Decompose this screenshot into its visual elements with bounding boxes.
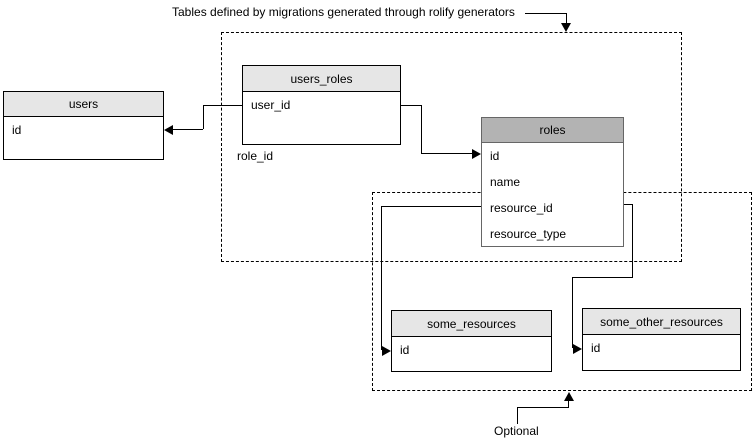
arrowhead-into-users-icon (164, 125, 173, 135)
arrowhead-into-roles-icon (472, 149, 481, 159)
connector-users-roles-to-users-seg1 (203, 105, 242, 106)
table-some-other-resources: some_other_resources id (582, 308, 741, 371)
table-users-roles: users_roles user_id (242, 65, 401, 145)
table-roles-field-id: id (490, 149, 500, 163)
table-roles-field-resource-type: resource_type (490, 227, 567, 241)
table-some-other-resources-field-id: id (591, 341, 601, 355)
table-roles-field-name: name (490, 175, 521, 189)
arrowhead-into-migrations-box-icon (561, 23, 571, 32)
table-users-field-id: id (12, 123, 22, 137)
table-users-title: users (4, 92, 163, 117)
connector-roles-to-some-other-resources-seg3 (572, 277, 633, 278)
connector-users-roles-to-roles-seg1 (401, 105, 421, 106)
arrowhead-into-some-resources-icon (382, 346, 391, 356)
table-roles-title: roles (482, 118, 623, 143)
connector-roles-to-some-other-resources-seg1 (624, 204, 632, 205)
role-id-label: role_id (237, 149, 274, 163)
table-roles-field-resource-id: resource_id (490, 201, 553, 215)
table-users: users id (3, 91, 164, 160)
table-users-roles-title: users_roles (243, 66, 400, 92)
table-users-roles-field-user-id: user_id (251, 98, 291, 112)
migrations-caption: Tables defined by migrations generated t… (172, 5, 515, 19)
callout-optional-seg2 (517, 407, 569, 408)
migrations-group-box (221, 32, 682, 262)
connector-roles-to-some-resources-seg2 (381, 206, 382, 350)
callout-optional-seg3 (568, 401, 569, 408)
arrowhead-into-optional-box-icon (564, 392, 574, 401)
callout-optional-seg1 (517, 407, 518, 424)
table-some-resources: some_resources id (391, 310, 552, 372)
table-roles: roles id name resource_id resource_type (481, 117, 624, 247)
table-some-resources-field-id: id (400, 343, 410, 357)
table-some-resources-title: some_resources (392, 311, 551, 337)
connector-users-roles-to-roles-seg3 (421, 153, 472, 154)
optional-caption: Optional (494, 424, 539, 438)
table-some-other-resources-title: some_other_resources (583, 309, 740, 335)
connector-roles-to-some-resources-seg1 (381, 206, 481, 207)
callout-migrations-seg2 (566, 13, 567, 24)
callout-migrations-seg1 (525, 13, 566, 14)
connector-roles-to-some-other-resources-seg4 (572, 277, 573, 348)
connector-users-roles-to-roles-seg2 (421, 105, 422, 153)
connector-users-roles-to-users-seg2 (203, 105, 204, 129)
connector-roles-to-some-other-resources-seg2 (632, 204, 633, 277)
arrowhead-into-some-other-resources-icon (573, 344, 582, 354)
connector-users-roles-to-users-seg3 (171, 129, 203, 130)
